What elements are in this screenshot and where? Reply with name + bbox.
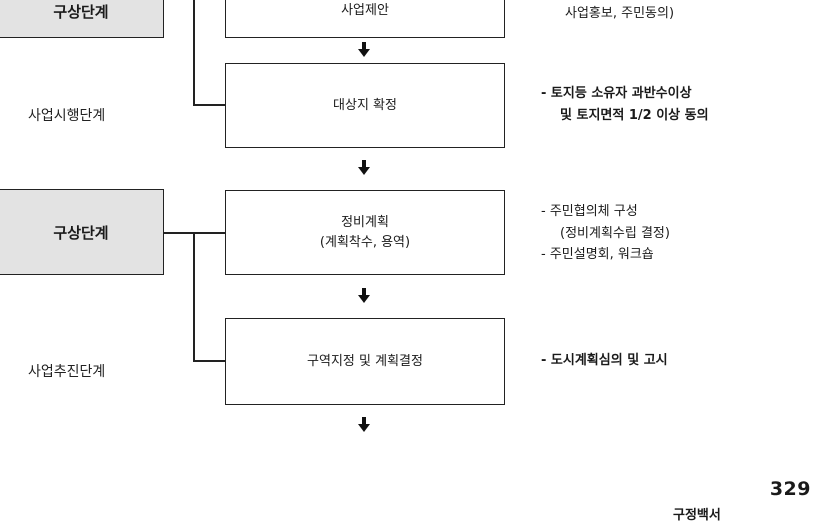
connector-line: [164, 232, 226, 234]
stage-label-implementation: 사업시행단계: [28, 108, 106, 124]
down-arrow-icon: [358, 42, 370, 57]
page-number: 329: [769, 478, 811, 500]
note-promotion: 사업홍보, 주민동의): [565, 6, 675, 21]
stage-box-concept-label: 구상단계: [53, 223, 109, 242]
stage-box-top: 구상단계: [0, 0, 164, 38]
process-box-designation-label: 구역지정 및 계획결정: [307, 353, 423, 369]
note-deliberation: - 도시계획심의 및 고시: [541, 353, 668, 368]
process-box-site-confirm: 대상지 확정: [225, 63, 505, 148]
down-arrow-icon: [358, 160, 370, 175]
process-box-renewal-plan: 정비계획 (계획착수, 용역): [225, 190, 505, 275]
note-council: - 주민협의체 구성: [541, 204, 638, 219]
process-box-renewal-plan-subtitle: (계획착수, 용역): [319, 234, 411, 250]
stage-label-promotion: 사업추진단계: [28, 364, 106, 380]
process-box-proposal-label: 사업제안: [341, 3, 389, 18]
note-workshop: - 주민설명회, 워크숍: [541, 247, 654, 262]
down-arrow-icon: [358, 417, 370, 432]
process-box-renewal-plan-title: 정비계획: [341, 214, 389, 230]
process-box-proposal: 사업제안: [225, 0, 505, 38]
note-area-consent: 및 토지면적 1/2 이상 동의: [560, 108, 709, 123]
connector-line: [193, 360, 226, 362]
stage-box-top-label: 구상단계: [53, 2, 109, 21]
connector-line: [193, 104, 226, 106]
process-box-site-confirm-label: 대상지 확정: [333, 97, 397, 113]
connector-line: [193, 0, 195, 106]
connector-line: [193, 232, 195, 361]
process-box-designation: 구역지정 및 계획결정: [225, 318, 505, 405]
note-plan-decision: (정비계획수립 결정): [560, 226, 670, 241]
down-arrow-icon: [358, 288, 370, 303]
note-owner-consent: - 토지등 소유자 과반수이상: [541, 86, 692, 101]
stage-box-concept: 구상단계: [0, 189, 164, 275]
